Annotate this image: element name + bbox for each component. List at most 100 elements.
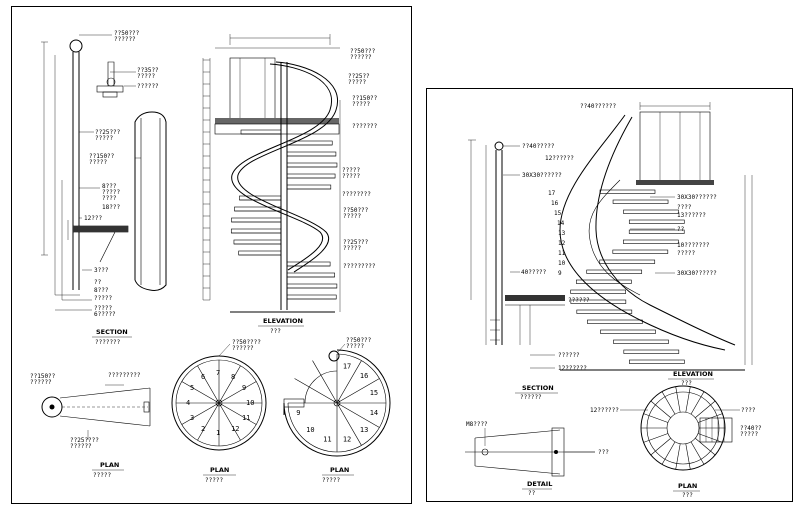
- annotation: ??150??: [89, 153, 115, 160]
- step-number: 9: [296, 409, 300, 417]
- tread-line: [675, 443, 681, 470]
- annotation: M8????: [466, 421, 488, 428]
- annotation: ??40?????: [522, 143, 555, 150]
- annotation: ??????: [568, 297, 590, 304]
- step-number: 11: [558, 250, 566, 257]
- step-number: 2: [201, 425, 205, 433]
- stair-tread: [612, 249, 669, 254]
- step-number: 9: [558, 270, 562, 277]
- annotation: ?????: [346, 343, 364, 350]
- annotation: ??150??: [30, 373, 56, 380]
- annotation: ?????: [102, 189, 120, 196]
- left-plan-small-labels: ??150?? ?????? ????????? ??25???? ??????…: [30, 372, 141, 479]
- left-plan-round-labels: ??50???? ?????? PLAN ?????: [203, 339, 261, 484]
- annotation: 12???: [84, 215, 102, 222]
- left-plan-small-drawing: [41, 384, 151, 440]
- annotation: 6?????: [94, 311, 116, 318]
- step-number: 16: [360, 372, 368, 380]
- tread-line: [643, 433, 669, 443]
- stair-tread: [576, 279, 632, 284]
- left-elevation-labels: ??50??? ?????? ??25?? ????? ??150?? ????…: [258, 48, 378, 335]
- drawing-title: PLAN: [678, 482, 697, 490]
- drawing-title: PLAN: [330, 466, 349, 474]
- step-number: 12: [343, 436, 351, 444]
- drawing-subtitle: ?????: [205, 477, 223, 484]
- annotation: ??40??????: [580, 103, 617, 110]
- tread-line: [650, 438, 671, 456]
- right-elevation-labels: ??40?????? 30X30?????? ???? 13?????? ?? …: [548, 103, 717, 387]
- stair-tread: [234, 206, 282, 212]
- tread-line: [336, 360, 362, 404]
- annotation: ??40??: [740, 425, 762, 432]
- annotation: ??50???: [346, 337, 372, 344]
- drawing-title: PLAN: [100, 461, 119, 469]
- drawing-subtitle: ??: [528, 490, 536, 497]
- tread-line: [336, 378, 380, 404]
- left-section-labels: ??50??? ?????? ??35?? ????? ?????? ??25?…: [84, 30, 159, 346]
- annotation: 13??????: [677, 212, 706, 219]
- annotation: ???: [598, 449, 609, 456]
- drawing-subtitle: ???: [682, 492, 693, 499]
- annotation: ??25???: [95, 129, 121, 136]
- stair-tread: [623, 209, 679, 214]
- stair-tread: [629, 359, 685, 364]
- annotation: ????: [102, 195, 117, 202]
- step-number: 17: [343, 362, 351, 370]
- annotation: 3???: [94, 267, 109, 274]
- drawing-subtitle: ?????: [322, 477, 340, 484]
- annotation: 30X30??????: [677, 194, 717, 201]
- annotation: ?????: [94, 295, 112, 302]
- drawing-subtitle: ???: [681, 380, 692, 387]
- annotation: ?????: [348, 79, 366, 86]
- drawing-subtitle: ???????: [95, 339, 121, 346]
- annotation: ?????: [343, 245, 361, 252]
- step-number: 10: [246, 399, 254, 407]
- tread-line: [294, 378, 338, 404]
- stair-tread: [628, 229, 685, 234]
- step-number: 14: [370, 409, 378, 417]
- tread-line: [181, 381, 220, 404]
- annotation: 10???????: [677, 242, 710, 249]
- annotation: ??????: [137, 83, 159, 90]
- annotation: ??50????: [232, 339, 261, 346]
- annotation: ??: [94, 279, 102, 286]
- stair-tread: [231, 217, 282, 223]
- tread-line: [685, 443, 691, 470]
- tread-line: [218, 402, 257, 425]
- annotation: ?????: [677, 250, 695, 257]
- step-number: 7: [216, 369, 220, 377]
- tread-line: [695, 438, 716, 456]
- stair-tread: [570, 289, 626, 294]
- tread-line: [643, 413, 669, 423]
- tread-line: [181, 402, 220, 425]
- left-elevation-drawing: [202, 34, 341, 313]
- annotation: 18???: [102, 204, 120, 211]
- stair-tread: [230, 228, 282, 234]
- tread-line: [690, 391, 705, 415]
- tread-line: [336, 402, 362, 446]
- annotation: ??????: [30, 379, 52, 386]
- step-number: 13: [558, 230, 566, 237]
- annotation: ??35??: [137, 67, 159, 74]
- stair-tread: [240, 129, 282, 135]
- step-number: 12: [558, 240, 566, 247]
- step-number: 11: [242, 414, 250, 422]
- step-number: 10: [306, 426, 314, 434]
- annotation: ???????: [352, 123, 378, 130]
- right-elevation-drawing: [559, 102, 753, 371]
- tread-line: [695, 400, 716, 418]
- stair-tread: [600, 329, 656, 334]
- stair-tread: [612, 199, 669, 204]
- stair-tread: [613, 339, 669, 344]
- annotation: ????????: [342, 191, 371, 198]
- annotation: ?????: [352, 101, 370, 108]
- tread-line: [685, 386, 691, 413]
- annotation: ??????: [114, 36, 136, 43]
- stair-tread: [238, 250, 282, 256]
- right-section-labels: ??40????? 12?????? 30X30?????? 40????? ?…: [510, 143, 590, 401]
- left-section-drawing: [41, 34, 167, 311]
- tread-line: [697, 433, 723, 443]
- annotation: 8???: [94, 287, 109, 294]
